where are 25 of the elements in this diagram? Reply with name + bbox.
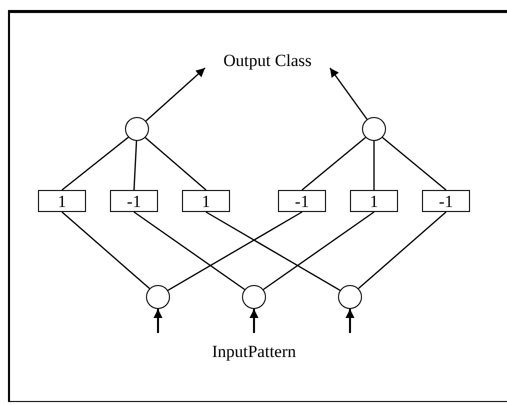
connection-line (62, 136, 129, 190)
arrow (346, 309, 354, 333)
weight-box: -1 (422, 190, 470, 212)
connection-line (206, 211, 340, 291)
output-label: Output Class (205, 50, 330, 70)
weight-box: 1 (182, 190, 230, 212)
connection-line (263, 211, 374, 290)
connection-line (302, 136, 366, 190)
connection-line (134, 211, 245, 290)
connection-line (168, 211, 302, 291)
weight-box: -1 (278, 190, 326, 212)
connection-line (133, 140, 138, 190)
connection-line (373, 141, 375, 190)
connection-line (62, 212, 150, 289)
arrow (250, 309, 258, 333)
weight-box: 1 (350, 190, 398, 212)
connection-line (382, 136, 446, 190)
connection-line (358, 212, 446, 289)
weight-box: 1 (38, 190, 86, 212)
arrow (154, 309, 162, 333)
arrow (329, 68, 368, 120)
input-label: InputPattern (210, 343, 298, 360)
arrow (146, 68, 206, 122)
weight-box: -1 (110, 190, 158, 212)
connection-line (144, 137, 206, 190)
